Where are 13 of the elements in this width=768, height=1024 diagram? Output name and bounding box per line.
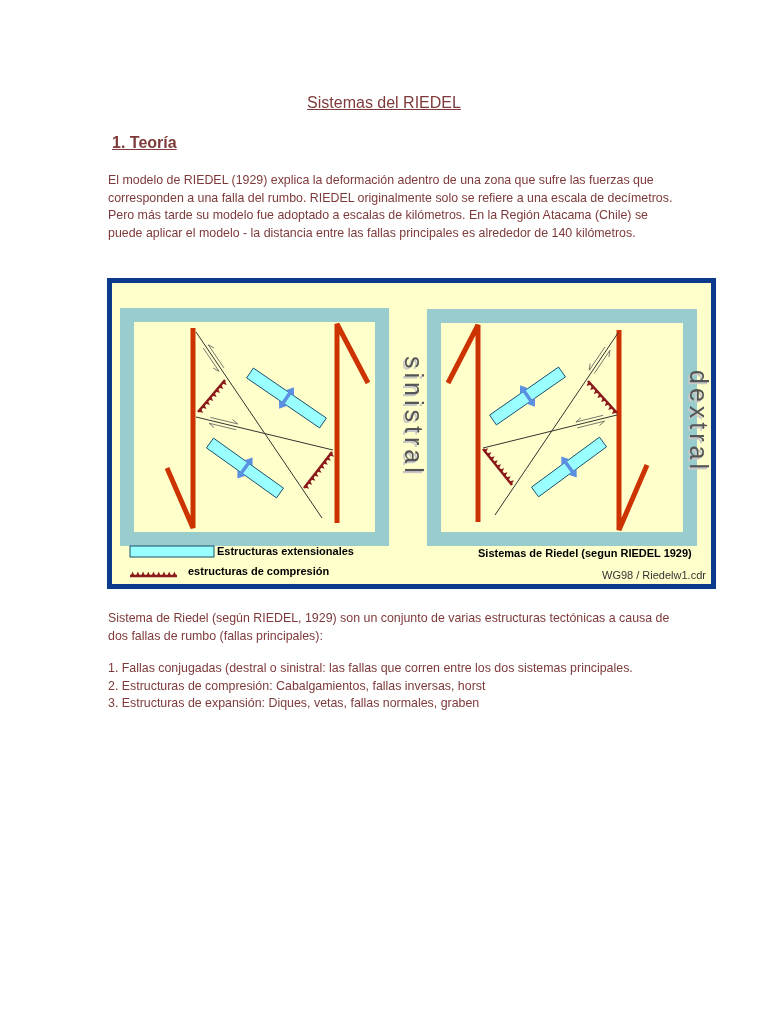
section-heading: 1. Teoría (112, 133, 178, 153)
page-title: Sistemas del RIEDEL (306, 93, 462, 113)
diagram-caption: Sistemas de Riedel (segun RIEDEL 1929) (478, 547, 692, 560)
paragraph: Sistema de Riedel (según RIEDEL, 1929) son un conjunto de varias estructuras tectónicas a causa de dos fallas de rumbo (fallas principales): (108, 610, 671, 645)
list-item: 3. Estructuras de expansión: Diques, vetas, fallas normales, graben (108, 695, 481, 712)
panel-label: sinistral (400, 356, 428, 477)
list-item: 2. Estructuras de compresión: Cabalgamientos, fallas inversas, horst (108, 678, 487, 695)
paragraph: El modelo de RIEDEL (1929) explica la deformación adentro de una zona que sufre las fuerzas que corresponden a una falla del rumbo. RIEDEL originalmente solo se refiere a una escala de decímetros. Pero más tarde su modelo fue adoptado a escalas de kilómetros. En la Región Atacama (Chile) se puede aplicar el modelo - la distancia entre las fallas principales es alrededor de 140 kilómetros. (108, 172, 674, 242)
file-name-note: WG98 / Riedelw1.cdr (602, 569, 706, 582)
legend-label: estructuras de compresión (188, 565, 330, 578)
list-item: 1. Fallas conjugadas (destral o sinistral: las fallas que corren entre los dos sistemas principales. (108, 660, 634, 677)
panel-label: dextral (685, 370, 713, 474)
legend-label: Estructuras extensionales (217, 545, 354, 558)
